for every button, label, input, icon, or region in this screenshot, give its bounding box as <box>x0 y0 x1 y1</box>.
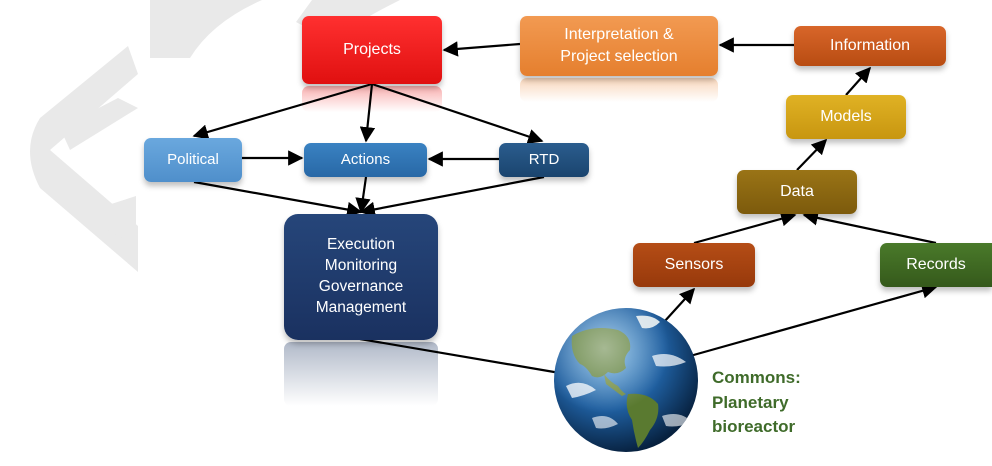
arrow-projects-to-rtd <box>371 82 544 144</box>
records-box: Records <box>880 243 992 287</box>
arrow-actions-to-execution <box>355 176 371 214</box>
arrow-interpretation-to-projects <box>442 41 521 57</box>
arrow-projects-to-political <box>192 82 373 140</box>
sensors-label: Sensors <box>664 256 724 274</box>
political-box: Political <box>144 138 242 182</box>
commons-line-1: Commons: <box>712 368 801 387</box>
arrow-rtd-to-execution <box>359 175 545 217</box>
earth-globe-icon <box>554 308 698 452</box>
execution-label: Execution Monitoring Governance Manageme… <box>315 236 407 316</box>
commons-line-2: Planetary <box>712 392 789 412</box>
arrow-records-to-data <box>802 210 937 245</box>
actions-box: Actions <box>304 143 427 177</box>
arrow-models-to-information <box>845 66 872 96</box>
watermark-edge <box>60 98 138 150</box>
projects-box: Projects <box>302 16 442 84</box>
interpretation-box: Interpretation & Project selection <box>520 16 718 76</box>
commons-caption: Commons: Planetary bioreactor <box>712 366 801 440</box>
execution-reflection <box>284 342 438 406</box>
arrow-political-to-execution <box>193 180 363 218</box>
arrow-globe-to-sensors <box>663 287 696 323</box>
data-box: Data <box>737 170 857 214</box>
rtd-label: RTD <box>528 150 560 168</box>
watermark-arc <box>150 0 262 58</box>
commons-line-3: bioreactor <box>712 417 796 437</box>
interpretation-reflection <box>520 78 718 102</box>
execution-box: Execution Monitoring Governance Manageme… <box>284 214 438 340</box>
projects-label: Projects <box>343 41 401 59</box>
arrow-execution-to-globe <box>359 337 561 375</box>
records-label: Records <box>906 256 966 274</box>
arrow-projects-to-actions <box>359 83 376 143</box>
arrow-globe-to-records <box>689 283 938 358</box>
actions-label: Actions <box>340 150 391 168</box>
arrow-data-to-models <box>796 138 828 171</box>
information-box: Information <box>794 26 946 66</box>
data-label: Data <box>780 183 814 201</box>
sensors-box: Sensors <box>633 243 755 287</box>
political-label: Political <box>167 150 219 168</box>
interpretation-label: Interpretation & Project selection <box>560 26 678 65</box>
information-label: Information <box>829 37 911 55</box>
models-label: Models <box>820 108 872 126</box>
models-box: Models <box>786 95 906 139</box>
arrow-sensors-to-data <box>693 211 797 245</box>
watermark-tail <box>80 196 136 246</box>
rtd-box: RTD <box>499 143 589 177</box>
